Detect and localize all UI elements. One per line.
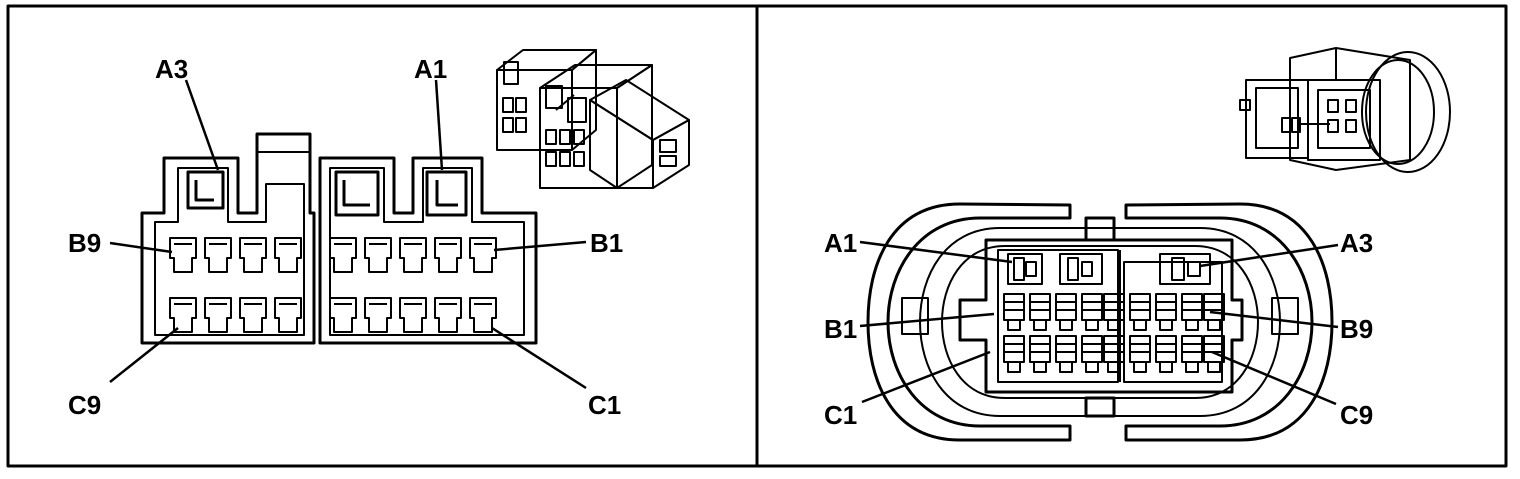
right-b-cavity xyxy=(1129,293,1151,331)
right-label-b1: B1 xyxy=(824,314,857,344)
right-label-c1: C1 xyxy=(824,400,857,430)
left-connector: A3 A1 B9 B1 C9 C1 xyxy=(68,49,690,420)
left-label-a3: A3 xyxy=(155,54,188,84)
left-b-cavity xyxy=(399,237,427,273)
left-c-cavity xyxy=(329,297,357,333)
left-b-cavity xyxy=(204,237,232,273)
left-housing-right-half xyxy=(318,156,538,345)
right-c-cavity xyxy=(1055,335,1077,373)
right-c-cavity xyxy=(1181,335,1203,373)
left-housing-left-inner xyxy=(154,167,305,336)
right-right-lock xyxy=(1271,297,1299,335)
right-left-lock xyxy=(901,297,929,335)
right-bottom-key xyxy=(1084,396,1116,418)
left-b-cavity xyxy=(329,237,357,273)
left-b-cavity xyxy=(169,237,197,273)
left-label-b1: B1 xyxy=(590,228,623,258)
right-b-cavity xyxy=(1103,293,1125,331)
left-c-cavity xyxy=(399,297,427,333)
left-b-cavity xyxy=(434,237,462,273)
left-label-c1: C1 xyxy=(588,390,621,420)
right-c-cavity xyxy=(1129,335,1151,373)
right-outer-shell-right xyxy=(1124,202,1334,442)
left-c-cavity xyxy=(469,297,497,333)
right-outer-shell xyxy=(866,202,1072,442)
left-c-cavity xyxy=(364,297,392,333)
right-b-row xyxy=(1003,293,1225,331)
right-a-terminals xyxy=(1007,253,1211,285)
left-leader-lines xyxy=(109,79,587,390)
left-a-terminals xyxy=(186,170,468,217)
right-c-cavity xyxy=(1081,335,1103,373)
left-b-cavity xyxy=(364,237,392,273)
left-c-cavity xyxy=(239,297,267,333)
left-b-cavity xyxy=(239,237,267,273)
left-b-row xyxy=(169,237,497,273)
left-c-row xyxy=(169,297,497,333)
right-b-cavity xyxy=(1003,293,1025,331)
left-b-cavity xyxy=(469,237,497,273)
left-c-cavity xyxy=(204,297,232,333)
left-b-cavity xyxy=(274,237,302,273)
right-b-cavity xyxy=(1055,293,1077,331)
right-inner-seal xyxy=(919,227,1281,417)
right-c-cavity xyxy=(1103,335,1125,373)
right-connector-thumbnail xyxy=(1239,47,1451,173)
left-connector-thumbnail xyxy=(496,49,690,189)
right-c-cavity xyxy=(1029,335,1051,373)
right-b-cavity xyxy=(1081,293,1103,331)
right-connector: A1 A3 B1 B9 C1 C9 xyxy=(824,47,1451,442)
right-b-cavity xyxy=(1155,293,1177,331)
right-b-cavity xyxy=(1181,293,1203,331)
right-label-b9: B9 xyxy=(1340,314,1373,344)
left-label-a1: A1 xyxy=(414,54,447,84)
right-label-a1: A1 xyxy=(824,228,857,258)
left-housing-left-half xyxy=(140,132,316,345)
right-c-cavity xyxy=(1155,335,1177,373)
left-c-cavity xyxy=(169,297,197,333)
left-label-c9: C9 xyxy=(68,390,101,420)
left-housing-right-inner xyxy=(329,167,525,336)
right-label-c9: C9 xyxy=(1340,400,1373,430)
right-c-cavity xyxy=(1003,335,1025,373)
left-latch xyxy=(256,133,311,153)
right-label-a3: A3 xyxy=(1340,228,1373,258)
left-label-b9: B9 xyxy=(68,228,101,258)
left-c-cavity xyxy=(274,297,302,333)
left-c-cavity xyxy=(434,297,462,333)
right-c-row xyxy=(1003,335,1225,373)
right-b-cavity xyxy=(1203,293,1225,331)
right-leader-lines xyxy=(859,240,1339,406)
right-b-cavity xyxy=(1029,293,1051,331)
right-terminal-block xyxy=(958,238,1244,394)
